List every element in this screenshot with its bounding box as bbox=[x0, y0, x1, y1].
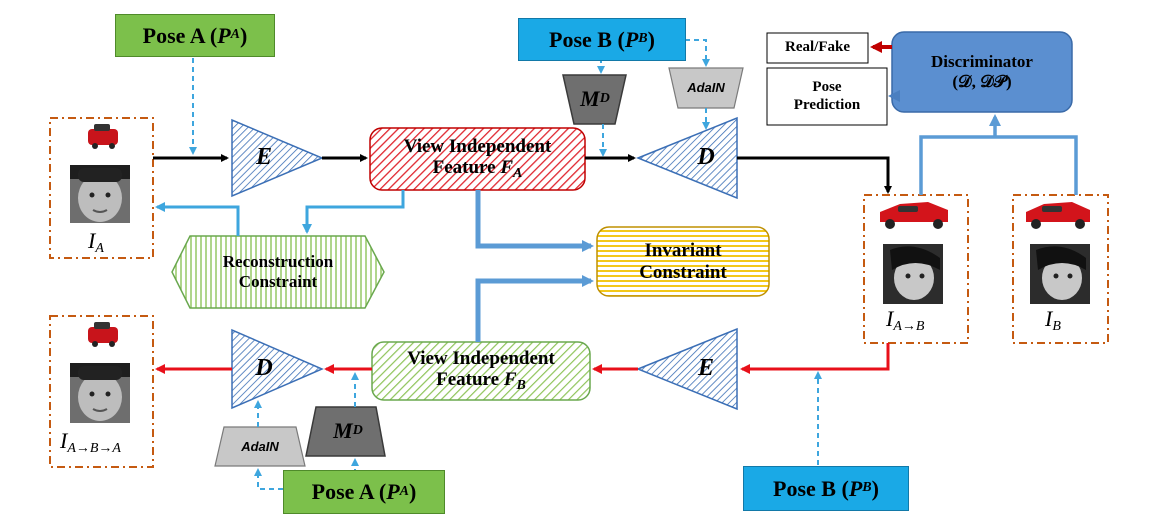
image-box-ib bbox=[1012, 194, 1109, 344]
pose-b-bottom-sub: B bbox=[862, 480, 872, 496]
face-photo-ia bbox=[70, 165, 130, 223]
reconstruction-shape bbox=[171, 235, 385, 309]
pose-a-bottom-suffix: ) bbox=[409, 479, 417, 505]
pose-a-top-suffix: ) bbox=[240, 22, 248, 48]
pose-b-bottom-prefix: Pose B ( bbox=[773, 475, 849, 501]
reconstruction-text: Reconstruction Constraint bbox=[172, 236, 384, 308]
invariant-line1: Invariant bbox=[644, 239, 722, 261]
reconstruction-line1: Reconstruction bbox=[222, 252, 334, 272]
decoder-bottom-label: D bbox=[255, 355, 273, 382]
image-box-iaba bbox=[49, 315, 154, 468]
encoder-bottom-shape bbox=[635, 327, 738, 411]
md-top-var: M bbox=[580, 86, 600, 112]
feature-b-shape bbox=[371, 341, 591, 401]
pose-a-top-prefix: Pose A ( bbox=[142, 22, 218, 48]
real-fake-text: Real/Fake bbox=[785, 39, 850, 56]
pose-a-top-sub: A bbox=[230, 27, 241, 43]
pose-b-top-prefix: Pose B ( bbox=[549, 26, 625, 52]
image-box-ia bbox=[49, 117, 154, 259]
encoder-top-label: E bbox=[255, 144, 272, 171]
pose-a-bottom-var: P bbox=[386, 479, 400, 505]
pose-b-top-sub: B bbox=[638, 31, 648, 47]
arrow-feature-a-to-invariant bbox=[475, 190, 594, 252]
discriminator-text: Discriminator (𝒟, 𝒟𝒫) bbox=[892, 32, 1072, 112]
arrow-feature-to-recon bbox=[302, 190, 405, 234]
discriminator-line2: (𝒟, 𝒟𝒫) bbox=[952, 72, 1012, 91]
pose-b-top-var: P bbox=[624, 26, 639, 52]
pose-a-bottom-sub: A bbox=[399, 483, 410, 499]
arrow-recon-to-ia bbox=[155, 202, 240, 236]
label-iab: IA→B bbox=[886, 306, 925, 334]
pose-prediction-shape bbox=[766, 67, 888, 126]
pose-prediction-line1: Pose bbox=[812, 79, 842, 96]
car-thumbnail-iab bbox=[880, 202, 948, 229]
pose-prediction-line2: Prediction bbox=[793, 96, 861, 113]
feature-b-line1: View Independent bbox=[407, 347, 555, 369]
dashed-pose-b-to-adain bbox=[685, 39, 710, 67]
pose-b-bottom-suffix: ) bbox=[871, 475, 879, 501]
arrow-iab-ib-to-discriminator bbox=[919, 135, 1078, 195]
pose-a-bottom-prefix: Pose A ( bbox=[311, 479, 387, 505]
feature-a-line2: Feature FA bbox=[432, 157, 523, 182]
feature-b-line2: Feature FB bbox=[436, 369, 526, 394]
car-thumbnail-ib bbox=[1026, 202, 1090, 229]
md-top-sub: D bbox=[599, 90, 610, 106]
decoder-top-label: D bbox=[697, 144, 715, 171]
adain-top-label: AdaIN bbox=[687, 79, 725, 95]
arrow-feature-b-to-invariant bbox=[475, 275, 594, 342]
md-top-shape bbox=[562, 74, 627, 125]
car-thumbnail-iaba bbox=[88, 322, 118, 347]
adain-bottom-shape bbox=[214, 426, 306, 467]
feature-a-text: View Independent Feature FA bbox=[370, 128, 585, 190]
feature-b-text: View Independent Feature FB bbox=[372, 342, 590, 400]
label-iaba: IA→B→A bbox=[60, 428, 121, 456]
md-bottom-var: M bbox=[333, 418, 353, 444]
adain-top-shape bbox=[668, 67, 744, 109]
pose-b-bottom-var: P bbox=[848, 475, 863, 501]
feature-a-line1: View Independent bbox=[403, 135, 552, 157]
encoder-bottom-label: E bbox=[697, 355, 714, 382]
reconstruction-line2: Constraint bbox=[238, 272, 318, 291]
face-photo-iaba bbox=[70, 363, 130, 423]
dashed-pose-a-to-adain bbox=[254, 468, 283, 490]
pose-b-top-suffix: ) bbox=[647, 26, 655, 52]
real-fake-shape bbox=[766, 32, 869, 64]
invariant-text: Invariant Constraint bbox=[597, 227, 769, 296]
pose-a-top-var: P bbox=[217, 22, 231, 48]
adain-bottom-label: AdaIN bbox=[241, 438, 279, 454]
label-ia: IA bbox=[88, 228, 104, 256]
arrow-iab-to-encoder bbox=[740, 343, 890, 374]
face-photo-iab bbox=[883, 244, 943, 304]
car-thumbnail-ia bbox=[88, 124, 118, 149]
face-photo-ib bbox=[1030, 244, 1090, 304]
discriminator-shape bbox=[891, 31, 1073, 113]
invariant-line2: Constraint bbox=[639, 261, 727, 283]
arrow-decoder-to-iab bbox=[737, 156, 892, 194]
md-bottom-sub: D bbox=[352, 422, 363, 438]
invariant-shape bbox=[596, 226, 770, 297]
pose-prediction-text: Pose Prediction bbox=[767, 68, 887, 125]
label-ib: IB bbox=[1045, 306, 1061, 334]
discriminator-line1: Discriminator bbox=[931, 52, 1033, 72]
encoder-top-shape bbox=[231, 118, 324, 198]
